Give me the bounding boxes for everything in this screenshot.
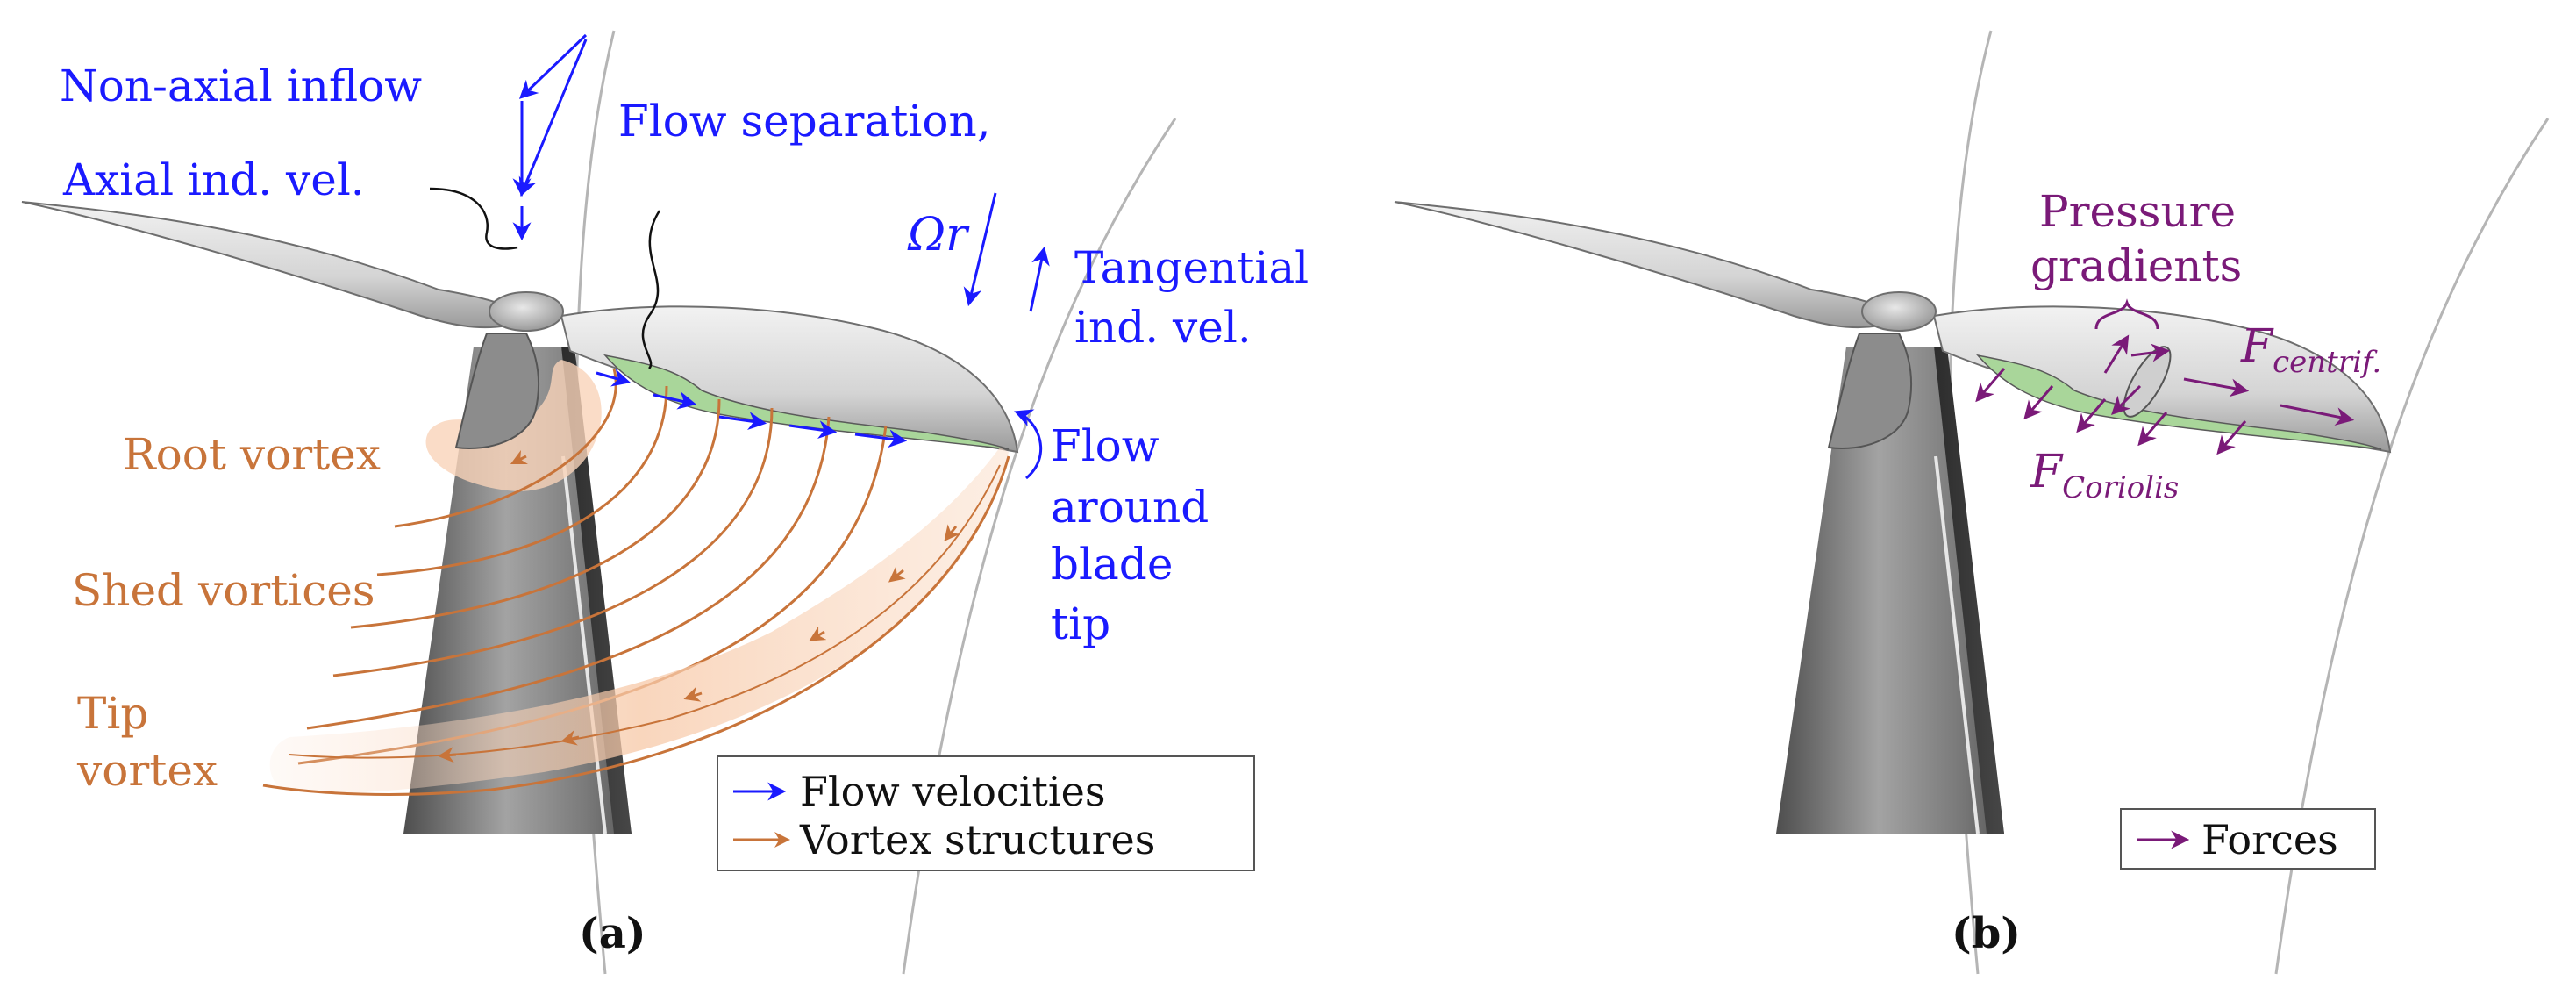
shed-vortex-line xyxy=(306,416,831,730)
tip-vortex-markers xyxy=(438,449,960,763)
label-flow: Flow xyxy=(1051,420,1160,471)
rotor-plane-line xyxy=(2274,118,2550,975)
blade-main xyxy=(560,305,1019,454)
force-arrows xyxy=(1975,334,2355,455)
label-f-centrif-main: F xyxy=(2240,320,2274,373)
legend-box xyxy=(717,755,1255,871)
flow-arrows xyxy=(512,33,1050,480)
vortex-marker xyxy=(510,449,529,465)
shed-vortices xyxy=(297,368,888,765)
tangential-ind-vel-arrow xyxy=(1029,246,1050,312)
radial-flow-arrow xyxy=(854,429,908,448)
tower-highlight xyxy=(1934,455,1980,834)
blade-left xyxy=(21,201,528,329)
hub xyxy=(489,291,564,332)
radial-flow-arrow xyxy=(718,412,767,431)
pressure-arrow xyxy=(2130,343,2171,362)
tip-flow-arrow xyxy=(1014,409,1043,480)
tower-shadow-side xyxy=(1934,347,2004,834)
shed-vortex-line xyxy=(394,368,617,528)
vortex-marker xyxy=(560,730,580,746)
panel-a: Non-axial inflow Axial ind. vel. Flow se… xyxy=(21,30,1309,975)
legend-label-forces: Forces xyxy=(2201,816,2338,863)
label-flow-separation: Flow separation, xyxy=(618,96,991,147)
label-shed-vortices: Shed vortices xyxy=(72,565,375,616)
tip-vortex-tube xyxy=(269,448,1009,793)
shed-vortex-line xyxy=(332,407,774,677)
radial-flow-arrow xyxy=(596,369,632,387)
centrifugal-force-arrow xyxy=(2280,404,2355,426)
label-blade: blade xyxy=(1051,539,1173,590)
label-tip: tip xyxy=(1051,598,1110,649)
pressure-gradient-brace xyxy=(2094,298,2159,330)
omega-r-arrow xyxy=(963,192,997,307)
label-pressure: Pressure xyxy=(2039,186,2236,237)
label-f-centrif-sub: centrif. xyxy=(2273,345,2381,380)
label-tip-vortex-2: vortex xyxy=(76,745,218,796)
radial-flow-arrow xyxy=(788,420,838,440)
blade-down xyxy=(1827,333,1913,449)
vortex-marker xyxy=(683,686,703,702)
vortex-marker xyxy=(888,566,906,583)
legend-b: Forces xyxy=(2120,808,2376,870)
label-ind-vel: ind. vel. xyxy=(1074,302,1252,353)
non-axial-inflow-arrow xyxy=(518,39,588,197)
force-arrow xyxy=(2023,385,2054,420)
label-tangential: Tangential xyxy=(1074,242,1309,293)
label-non-axial-inflow: Non-axial inflow xyxy=(60,61,422,111)
blade-left xyxy=(1394,201,1901,329)
shed-vortex-line xyxy=(376,385,668,576)
force-arrow xyxy=(2137,412,2168,447)
label-gradients: gradients xyxy=(2030,240,2242,291)
axial-label-leader xyxy=(429,187,518,250)
tip-vortex-line xyxy=(262,455,1010,796)
label-f-coriolis: FCoriolis xyxy=(2030,446,2179,505)
caption-a: (a) xyxy=(579,909,646,958)
vortex-marker xyxy=(809,626,827,641)
separation-label-leader xyxy=(641,210,661,369)
label-tip-vortex-1: Tip xyxy=(77,688,148,739)
label-omega-r: Ωr xyxy=(907,209,970,261)
legend-label-vortex: Vortex structures xyxy=(799,816,1155,863)
label-f-centrif: Fcentrif. xyxy=(2240,320,2381,380)
label-around: around xyxy=(1051,482,1209,533)
label-f-coriolis-main: F xyxy=(2030,446,2064,498)
legend-label-flow: Flow velocities xyxy=(800,768,1105,815)
panel-b: Pressure gradients Fcentrif. FCoriolis F… xyxy=(1394,30,2550,975)
pressure-arrow xyxy=(2111,384,2142,415)
label-f-coriolis-sub: Coriolis xyxy=(2062,470,2179,505)
force-arrow xyxy=(2216,420,2247,455)
legend-a: Flow velocities Vortex structures xyxy=(717,755,1255,871)
label-axial-ind-vel: Axial ind. vel. xyxy=(62,154,365,205)
force-arrow xyxy=(1975,368,2006,403)
shed-vortex-line xyxy=(350,398,721,629)
centrifugal-force-arrow xyxy=(2183,377,2250,397)
non-axial-inflow-arrow xyxy=(518,33,588,99)
vortex-marker xyxy=(944,524,960,542)
blade-down xyxy=(454,333,540,449)
pressure-arrow xyxy=(2103,334,2130,374)
caption-b: (b) xyxy=(1952,909,2021,958)
label-root-vortex: Root vortex xyxy=(123,429,381,480)
tip-vortex-line xyxy=(289,464,1001,759)
radial-flow-arrow xyxy=(653,391,697,410)
force-arrow xyxy=(2076,398,2107,433)
hub xyxy=(1861,291,1937,332)
